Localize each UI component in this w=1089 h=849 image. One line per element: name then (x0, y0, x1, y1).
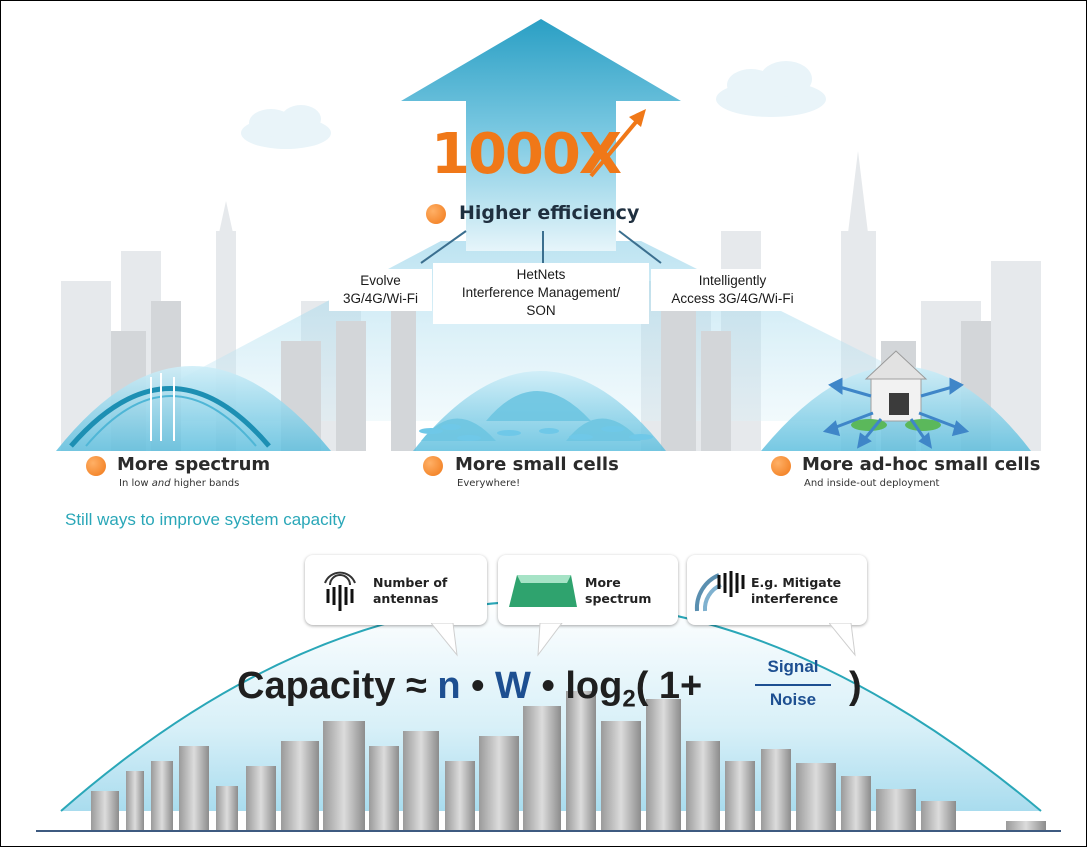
bubble-spectrum-text: More spectrum (585, 575, 651, 606)
improve-heading: Still ways to improve system capacity (65, 510, 346, 529)
efficiency-box-line: SON (526, 303, 556, 319)
formula-close: ) (849, 665, 862, 707)
cloud (241, 61, 826, 149)
formula-approx: ≈ (405, 665, 427, 707)
bubble-line: E.g. Mitigate (751, 575, 842, 590)
house-icon (851, 350, 941, 431)
efficiency-box-line: Interference Management/ (461, 285, 621, 301)
formula-capacity: Capacity (237, 665, 396, 707)
formula-log-base: 2 (622, 685, 636, 713)
bullet-more-adhoc-small-cells: More ad-hoc small cells (802, 454, 1041, 475)
efficiency-box-line: Intelligently (698, 273, 767, 288)
growth-arrow (401, 19, 681, 251)
fraction-bar (755, 684, 831, 686)
orange-bullet-icon (771, 456, 791, 476)
bubble-line: spectrum (585, 590, 652, 606)
capacity-formula: Capacity ≈ n • W • log2( 1+ (237, 665, 702, 714)
formula-log: log (565, 665, 623, 707)
antenna-icon (324, 571, 356, 611)
bubble-line: Number of (373, 575, 448, 590)
bullet-more-spectrum-subtitle: In low and higher bands (119, 478, 239, 489)
orange-bullet-icon (426, 204, 446, 224)
orange-bullet-icon (86, 456, 106, 476)
bubble-line: antennas (373, 590, 439, 606)
efficiency-box-intelligently: Intelligently Access 3G/4G/Wi-Fi (651, 269, 814, 312)
bubble-antennas-text: Number of antennas (373, 575, 447, 606)
spectrum-dome (56, 366, 331, 451)
efficiency-box-line: Access 3G/4G/Wi-Fi (671, 291, 794, 307)
subtitle-text: higher bands (170, 478, 240, 489)
bubble-tail (537, 623, 563, 657)
efficiency-box-evolve: Evolve 3G/4G/Wi-Fi (329, 269, 432, 312)
formula-w: W (495, 665, 531, 707)
interference-icon (694, 571, 745, 612)
spectrum-icon (509, 575, 577, 607)
orange-bullet-icon (423, 456, 443, 476)
formula-dot: • (541, 665, 555, 707)
bullet-more-adhoc-subtitle: And inside-out deployment (804, 478, 940, 489)
efficiency-box-line: Evolve (360, 273, 401, 288)
efficiency-title: Higher efficiency (459, 202, 640, 224)
formula-denominator: Noise (769, 690, 817, 709)
bubble-interference (687, 555, 867, 625)
small-cell-pads (419, 424, 653, 441)
bubble-line: interference (751, 590, 839, 606)
formula-n: n (437, 665, 461, 707)
bubble-interference-text: E.g. Mitigate interference (751, 575, 841, 606)
efficiency-box-line: 3G/4G/Wi-Fi (342, 291, 418, 307)
connector-lines (420, 230, 662, 264)
bubble-line: More (585, 575, 621, 590)
radio-arrows (822, 377, 970, 449)
bubble-tail (829, 623, 856, 657)
antenna-poles (150, 373, 175, 441)
efficiency-box-line: HetNets (516, 267, 566, 282)
subtitle-text: In low (119, 478, 152, 489)
formula-open: ( 1+ (635, 665, 703, 707)
bullet-more-small-cells: More small cells (455, 454, 619, 475)
bullet-more-spectrum: More spectrum (117, 454, 271, 475)
bottom-skyline (91, 691, 1046, 831)
subtitle-emphasis: and (151, 478, 171, 489)
bullet-more-small-cells-subtitle: Everywhere! (457, 478, 521, 489)
formula-numerator: Signal (767, 657, 819, 676)
efficiency-box-hetnets: HetNets Interference Management/ SON (433, 263, 649, 324)
multiplier-title: 1000X (431, 122, 622, 187)
formula-dot: • (471, 665, 485, 707)
bubble-tail (431, 623, 458, 657)
